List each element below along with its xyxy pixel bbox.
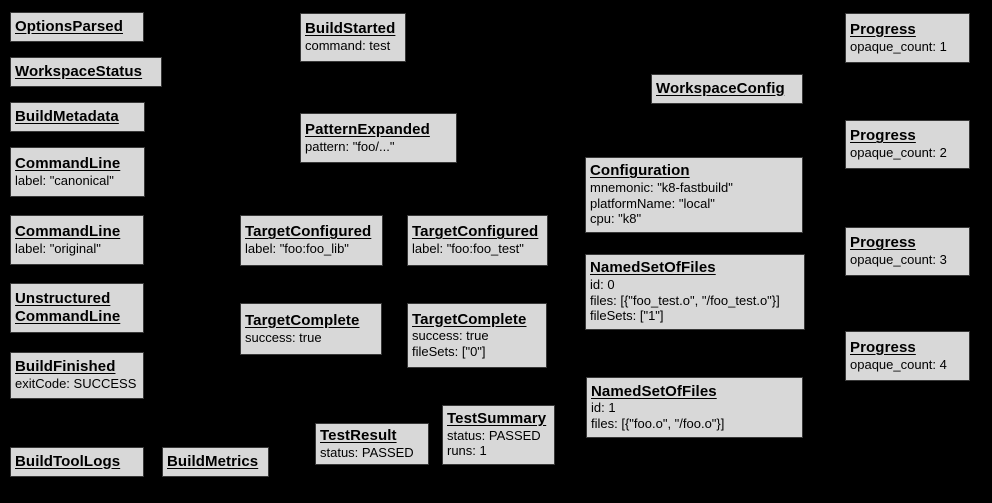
node-workspace-config: WorkspaceConfig [651, 74, 803, 104]
node-title: TargetConfigured [412, 223, 539, 241]
node-title: CommandLine [15, 154, 121, 172]
node-title: TestResult [320, 426, 397, 444]
node-title: OptionsParsed [15, 17, 123, 35]
node-build-metrics: BuildMetrics [162, 447, 269, 477]
node-title: CommandLine [15, 222, 121, 240]
node-attribute: runs: 1 [447, 443, 487, 459]
node-attribute: opaque_count: 3 [850, 252, 947, 268]
node-attribute: id: 1 [591, 400, 616, 416]
node-attribute: pattern: "foo/..." [305, 138, 395, 154]
node-title: NamedSetOfFiles [591, 382, 717, 400]
node-title: TargetComplete [245, 311, 360, 329]
node-attribute: fileSets: ["1"] [590, 308, 664, 324]
node-title: WorkspaceConfig [656, 79, 785, 97]
node-title: Progress [850, 338, 916, 356]
node-attribute: label: "foo:foo_lib" [245, 241, 349, 257]
node-attribute: cpu: "k8" [590, 211, 642, 227]
node-title: TestSummary [447, 410, 547, 428]
node-title: Unstructured [15, 289, 111, 307]
node-title: BuildMetrics [167, 452, 259, 470]
node-workspace-status: WorkspaceStatus [10, 57, 162, 87]
node-title: BuildMetadata [15, 107, 119, 125]
node-title: Configuration [590, 162, 690, 180]
node-title: NamedSetOfFiles [590, 259, 716, 277]
node-attribute: opaque_count: 4 [850, 356, 947, 372]
node-attribute: command: test [305, 38, 391, 54]
node-attribute: label: "original" [15, 240, 101, 256]
node-build-metadata: BuildMetadata [10, 102, 145, 132]
node-attribute: status: PASSED [320, 444, 414, 460]
node-title: TargetComplete [412, 310, 527, 328]
node-attribute: label: "foo:foo_test" [412, 241, 524, 257]
node-attribute: exitCode: SUCCESS [15, 376, 137, 392]
node-attribute: status: PASSED [447, 427, 541, 443]
node-attribute: platformName: "local" [590, 195, 715, 211]
node-attribute: mnemonic: "k8-fastbuild" [590, 179, 733, 195]
node-title: BuildStarted [305, 20, 396, 38]
node-title: CommandLine [15, 307, 121, 325]
node-title: BuildFinished [15, 358, 116, 376]
node-build-tool-logs: BuildToolLogs [10, 447, 144, 477]
node-title: Progress [850, 20, 916, 38]
node-attribute: opaque_count: 1 [850, 38, 947, 54]
node-attribute: opaque_count: 2 [850, 145, 947, 161]
node-attribute: fileSets: ["0"] [412, 343, 486, 359]
node-attribute: files: [{"foo_test.o", "/foo_test.o"}] [590, 292, 780, 308]
node-title: WorkspaceStatus [15, 62, 143, 80]
node-attribute: label: "canonical" [15, 172, 114, 188]
node-attribute: files: [{"foo.o", "/foo.o"}] [591, 415, 725, 431]
node-attribute: success: true [245, 329, 322, 345]
node-attribute: success: true [412, 328, 489, 344]
node-title: Progress [850, 234, 916, 252]
node-title: TargetConfigured [245, 223, 372, 241]
node-title: Progress [850, 127, 916, 145]
node-title: PatternExpanded [305, 120, 430, 138]
node-attribute: id: 0 [590, 276, 615, 292]
node-options-parsed: OptionsParsed [10, 12, 144, 42]
node-title: BuildToolLogs [15, 452, 121, 470]
